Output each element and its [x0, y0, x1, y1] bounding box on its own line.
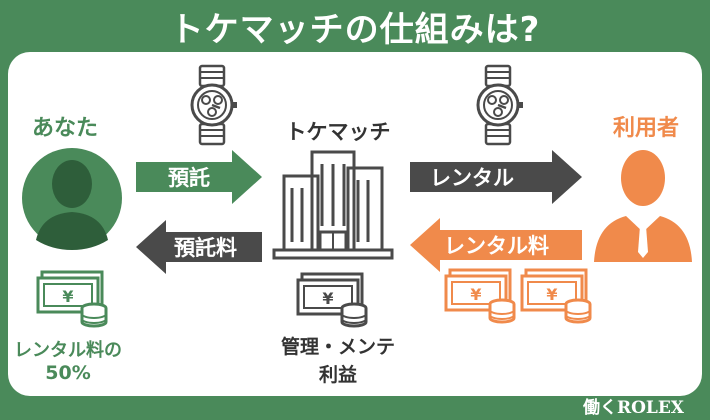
deposit-fee-arrow: 預託料: [136, 220, 262, 274]
rental-label: レンタル: [430, 166, 514, 190]
renter-label: 利用者: [612, 116, 679, 141]
watch-icon: [472, 64, 524, 146]
svg-text:¥: ¥: [470, 285, 481, 304]
owner-person-icon: [22, 140, 122, 256]
platform-note-line1: 管理・メンテ: [280, 336, 395, 358]
platform-note-line2: 利益: [318, 364, 357, 386]
platform-label: トケマッチ: [285, 120, 391, 144]
businessman-icon: [592, 144, 694, 264]
office-building-icon: [272, 146, 394, 262]
rental-fee-arrow: レンタル料: [410, 218, 582, 272]
cash-stack-icon: ¥: [520, 266, 596, 324]
rental-arrow: レンタル: [410, 150, 582, 204]
owner-label: あなた: [32, 116, 99, 141]
deposit-label: 預託: [168, 166, 210, 190]
rental-fee-label: レンタル料: [444, 234, 549, 258]
svg-text:¥: ¥: [546, 285, 557, 304]
cash-stack-icon: ¥: [296, 270, 372, 328]
svg-text:¥: ¥: [62, 287, 73, 306]
deposit-fee-label: 預託料: [174, 236, 237, 260]
cash-stack-icon: ¥: [36, 268, 112, 328]
svg-text:¥: ¥: [322, 289, 333, 308]
owner-share-line1: レンタル料の: [14, 340, 122, 361]
watch-icon: [186, 64, 238, 146]
cash-stack-icon: ¥: [444, 266, 520, 324]
owner-share-line2: 50%: [45, 362, 91, 384]
page-title: トケマッチの仕組みは?: [169, 9, 541, 50]
deposit-arrow: 預託: [136, 150, 262, 204]
footer-brand: 働くROLEX: [582, 398, 684, 418]
